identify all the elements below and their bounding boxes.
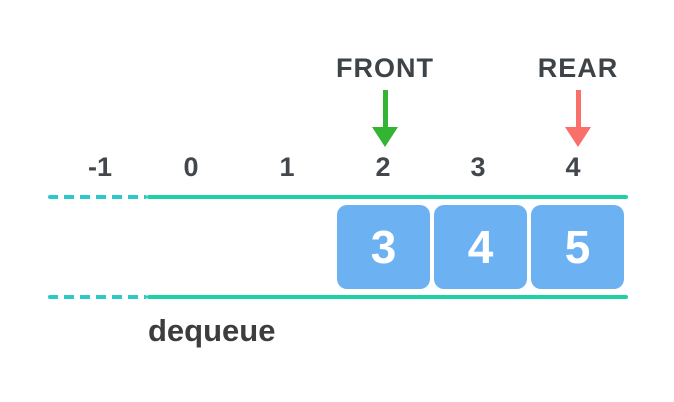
index-label-0: 0 [183,152,199,182]
top-boundary-dashed-segment [48,195,147,199]
bottom-boundary-dashed-segment [48,295,147,299]
cell-value: 5 [564,221,591,273]
front-arrow-down-icon [372,90,398,147]
operation-label: dequeue [148,313,276,348]
index-label-4: 4 [565,152,581,182]
rear-pointer-label: REAR [537,53,619,83]
index-label-3: 3 [470,152,486,182]
queue-cell-index-4: 5 [531,205,624,289]
rear-arrow-shaft [575,90,581,127]
rear-arrow-down-icon [565,90,591,147]
front-pointer-label: FRONT [336,53,434,83]
front-arrow-shaft [382,90,388,127]
cell-value: 4 [467,221,494,273]
index-label-neg1: -1 [87,152,113,182]
rear-arrow-head [565,127,591,147]
front-arrow-head [372,127,398,147]
queue-cell-index-3: 4 [434,205,527,289]
index-label-1: 1 [279,152,295,182]
bottom-boundary-line [147,295,628,299]
cell-value: 3 [370,221,397,273]
queue-cell-index-2: 3 [337,205,430,289]
index-label-2: 2 [375,152,391,182]
top-boundary-line [147,195,628,199]
